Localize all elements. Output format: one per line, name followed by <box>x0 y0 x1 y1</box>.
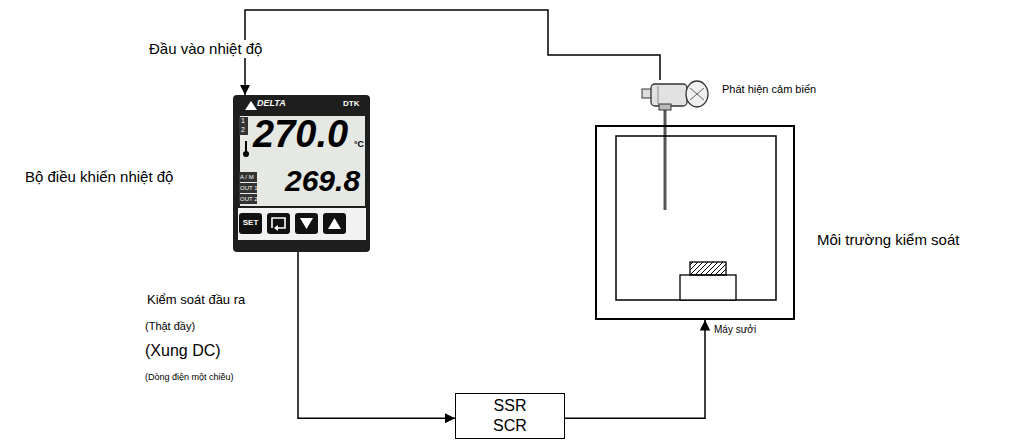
thermometer-icon <box>243 151 249 157</box>
sensor-drawing <box>690 88 704 100</box>
display-index: 2 <box>241 126 245 134</box>
signal-note: (Dòng điện một chiều) <box>145 372 234 383</box>
controller-body <box>245 101 257 110</box>
button-icons <box>328 218 341 229</box>
chamber-drawing <box>680 275 736 300</box>
brand-logo: DELTA <box>257 98 286 108</box>
controller-body <box>238 208 366 240</box>
edge-label: Kiểm soát đầu ra <box>145 292 247 308</box>
ssr-label: SSR SCR <box>487 396 533 436</box>
chamber-drawing <box>616 136 776 300</box>
sensor-drawing <box>659 104 671 110</box>
signal-arrow <box>298 252 455 418</box>
temperature-controller: Bộ điều khiển nhiệt độDELTADTK12270.0°C2… <box>233 95 370 252</box>
sensor-drawing <box>686 81 708 107</box>
controller-body <box>239 194 257 204</box>
signal-note: (Xung DC) <box>145 341 221 360</box>
controller-body <box>295 213 318 234</box>
controller-body <box>239 213 262 234</box>
control-chamber: Môi trường kiểm soát <box>595 125 795 320</box>
controller-body <box>233 95 370 252</box>
ssr-box: SSR SCR <box>455 393 565 439</box>
button-icons <box>300 218 313 229</box>
sensor-drawing <box>664 106 667 210</box>
controller-body <box>239 126 248 135</box>
sensor-drawing <box>651 84 687 106</box>
controller-body <box>323 213 346 234</box>
sensor-drawing <box>658 86 659 104</box>
signal-arrow <box>565 320 705 418</box>
edge-label: Đầu vào nhiệt độ <box>147 40 264 58</box>
controller-body <box>239 172 257 182</box>
signal-arrow <box>245 10 660 95</box>
sensor-label: Phát hiện cảm biến <box>722 83 816 96</box>
process-value: 270.0 <box>253 113 348 157</box>
thermometer-icon <box>245 141 247 152</box>
controller-body <box>239 117 248 126</box>
button-label: SET <box>239 218 262 227</box>
sensor-drawing <box>642 81 708 210</box>
sensor-drawing <box>690 88 704 100</box>
indicator-label: A / M <box>240 174 254 181</box>
chamber-drawing <box>690 262 726 275</box>
controller-body <box>239 183 257 193</box>
button-icons <box>272 218 341 231</box>
indicator-label: OUT 2 <box>240 196 258 203</box>
button-icons <box>272 218 285 228</box>
thermometer-icon <box>243 141 249 157</box>
display-index: 1 <box>241 117 245 125</box>
set-value: 269.8 <box>285 164 360 199</box>
button-icons <box>274 225 278 231</box>
node-heading: Bộ điều khiển nhiệt độ <box>25 168 173 185</box>
chamber-label: Môi trường kiểm soát <box>817 231 959 248</box>
indicator-label: OUT 1 <box>240 185 258 192</box>
controller-body <box>233 95 370 252</box>
chamber-drawing <box>616 136 776 300</box>
unit-label: °C <box>354 139 364 149</box>
sensor: Phát hiện cảm biến <box>640 80 715 112</box>
model-name: DTK <box>343 99 359 108</box>
signal-note: (Thật đầy) <box>145 320 195 333</box>
controller-body <box>267 213 290 234</box>
edge-label: Máy sưởi <box>712 324 758 336</box>
